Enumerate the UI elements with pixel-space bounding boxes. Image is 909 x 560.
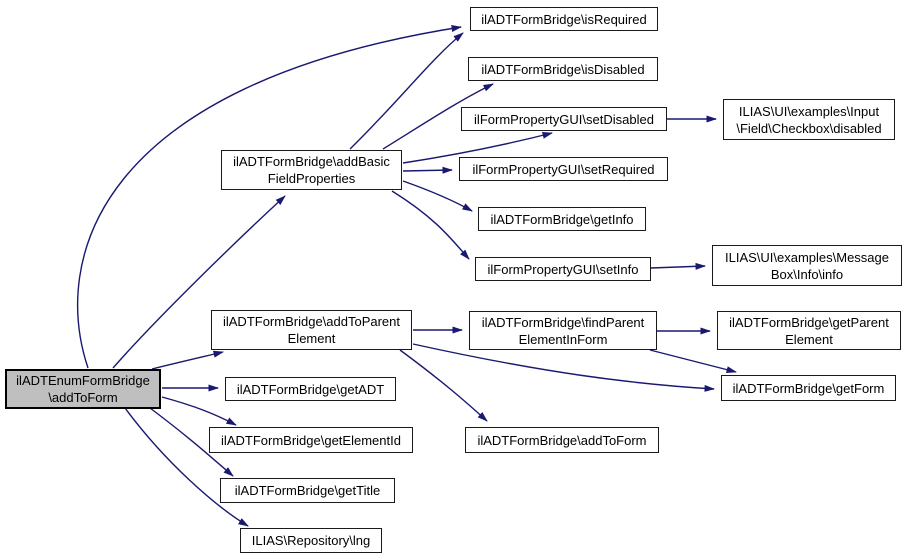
node-iladtformbridge-addbasicfieldproperties[interactable]: ilADTFormBridge\addBasic FieldProperties xyxy=(221,150,402,190)
edge-addtoform-addbasic xyxy=(112,195,286,369)
edge-addtoform-addtoparent xyxy=(151,350,224,370)
edge-addtoparent-addtoform xyxy=(399,349,488,422)
edge-addbasic-setrequired xyxy=(402,166,453,174)
node-iladtformbridge-getelementid[interactable]: ilADTFormBridge\getElementId xyxy=(209,427,413,453)
edge-findparent-getform xyxy=(649,349,737,374)
node-iladtformbridge-getinfo[interactable]: ilADTFormBridge\getInfo xyxy=(478,207,646,231)
node-iladtformbridge-gettitle[interactable]: ilADTFormBridge\getTitle xyxy=(220,478,395,503)
node-ilias-ui-examples-input-field-checkbox-disabled[interactable]: ILIAS\UI\examples\Input \Field\Checkbox\… xyxy=(723,99,895,140)
node-ilformpropertygui-setrequired[interactable]: ilFormPropertyGUI\setRequired xyxy=(459,157,668,181)
edge-addbasic-getinfo xyxy=(402,180,473,212)
edge-addtoform-gettitle xyxy=(149,407,234,477)
node-iladtformbridge-getparentelement[interactable]: ilADTFormBridge\getParent Element xyxy=(717,311,901,350)
edge-addtoform-isrequired xyxy=(77,25,462,369)
node-ilformpropertygui-setinfo[interactable]: ilFormPropertyGUI\setInfo xyxy=(475,257,651,281)
node-iladtformbridge-addtoform[interactable]: ilADTFormBridge\addToForm xyxy=(465,427,659,453)
node-iladtformbridge-isrequired[interactable]: ilADTFormBridge\isRequired xyxy=(470,7,658,31)
node-ilformpropertygui-setdisabled[interactable]: ilFormPropertyGUI\setDisabled xyxy=(461,107,667,131)
edge-addbasic-isdisabled xyxy=(382,83,494,150)
edge-setinfo-messagebox xyxy=(650,262,706,270)
edge-addtoparent-getform xyxy=(412,343,715,392)
node-ilias-ui-examples-messagebox-info-info[interactable]: ILIAS\UI\examples\Message Box\Info\info xyxy=(712,245,902,286)
edge-addbasic-isrequired xyxy=(349,32,464,150)
edge-addtoform-getelementid xyxy=(161,396,237,426)
node-ilias-repository-lng[interactable]: ILIAS\Repository\lng xyxy=(240,528,382,553)
node-iladtenumformbridge-addtoform: ilADTEnumFormBridge \addToForm xyxy=(5,369,161,409)
node-iladtformbridge-getadt[interactable]: ilADTFormBridge\getADT xyxy=(225,377,396,401)
edge-addtoform-lng xyxy=(124,407,249,527)
node-iladtformbridge-addtoparentelement[interactable]: ilADTFormBridge\addToParent Element xyxy=(211,310,412,350)
node-iladtformbridge-getform[interactable]: ilADTFormBridge\getForm xyxy=(721,375,896,401)
edge-addbasic-setinfo xyxy=(391,190,470,260)
node-iladtformbridge-findparentelementinform[interactable]: ilADTFormBridge\findParent ElementInForm xyxy=(469,311,657,350)
node-iladtformbridge-isdisabled[interactable]: ilADTFormBridge\isDisabled xyxy=(468,57,658,81)
edge-addbasic-setdisabled xyxy=(402,131,553,164)
